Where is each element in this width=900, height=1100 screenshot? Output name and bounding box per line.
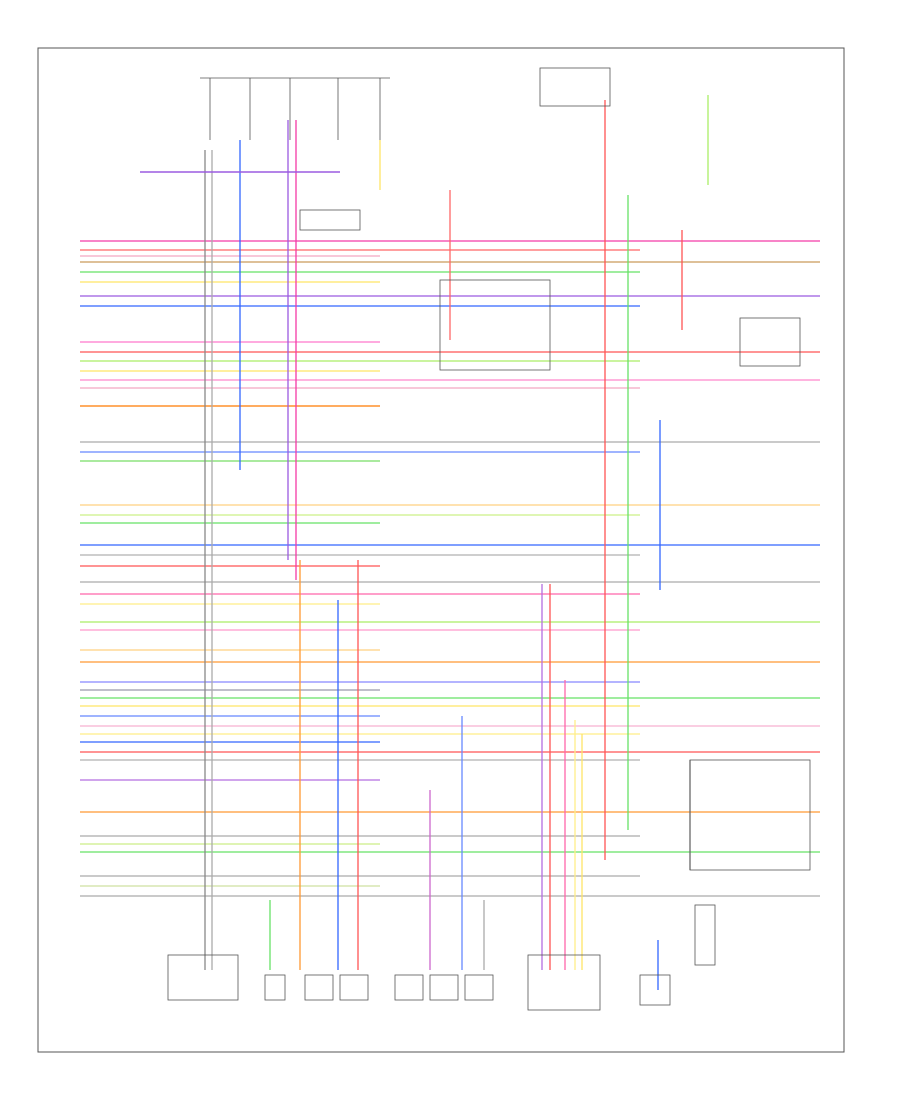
connector <box>394 974 424 1001</box>
connector <box>167 954 239 1001</box>
switch-box <box>539 67 611 107</box>
right-module <box>689 759 811 871</box>
switch-module <box>694 904 716 966</box>
connector <box>339 974 369 1001</box>
display-module <box>739 317 801 367</box>
connector <box>464 974 494 1001</box>
sensor-box <box>639 974 671 1006</box>
connector <box>429 974 459 1001</box>
control-unit <box>527 954 601 1011</box>
horizontal-wires <box>80 240 820 897</box>
top-fuse-block <box>140 67 811 871</box>
diagram-frame <box>37 47 845 1053</box>
junction-connector <box>299 209 361 231</box>
vertical-wires <box>204 95 709 990</box>
left-pin-column <box>86 240 100 897</box>
connector <box>304 974 334 1001</box>
relay-box <box>439 279 551 371</box>
connector <box>264 974 286 1001</box>
bottom-connectors <box>167 904 716 1011</box>
